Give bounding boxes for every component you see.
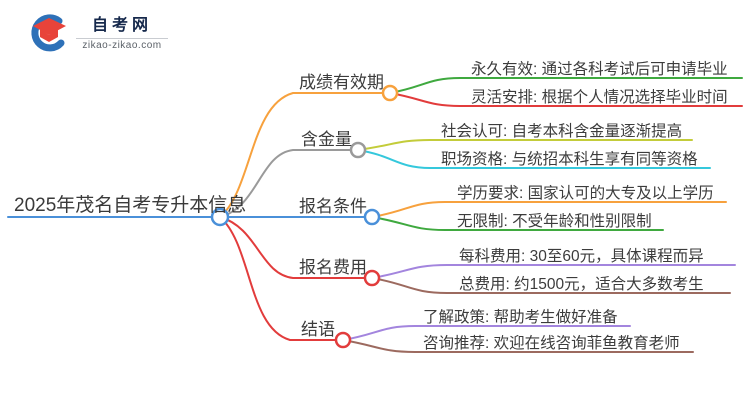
edge-branch-score-validity	[219, 92, 383, 218]
branch-score-validity[interactable]: 成绩有效期	[299, 73, 384, 92]
toggle-value[interactable]	[349, 141, 367, 159]
logo-title: 自考网	[91, 16, 152, 34]
branch-value[interactable]: 含金量	[301, 130, 352, 149]
toggle-fees[interactable]	[363, 269, 381, 287]
edge-leaf-total-fee	[371, 277, 731, 294]
edge-branch-fees	[219, 216, 365, 279]
leaf-permanent-validity[interactable]: 永久有效: 通过各科考试后可申请毕业	[471, 61, 728, 78]
edge-leaf-education-requirement	[371, 201, 727, 218]
edge-leaf-policy-understanding	[342, 325, 631, 341]
leaf-no-restriction[interactable]: 无限制: 不受年龄和性别限制	[457, 213, 652, 230]
cap-base	[40, 29, 58, 42]
edge-leaf-flexible-schedule	[389, 92, 743, 107]
leaf-per-subject-fee[interactable]: 每科费用: 30至60元，具体课程而异	[459, 248, 704, 265]
edge-leaf-no-restriction	[371, 216, 664, 231]
leaf-flexible-schedule[interactable]: 灵活安排: 根据个人情况选择毕业时间	[471, 89, 728, 106]
branch-conclusion[interactable]: 结语	[301, 320, 335, 339]
edge-branch-value	[219, 149, 351, 218]
edge-leaf-workplace-qualification	[357, 149, 711, 169]
edge-leaf-social-recognition	[357, 139, 693, 151]
leaf-total-fee[interactable]: 总费用: 约1500元，适合大多数考生	[459, 276, 704, 293]
leaf-education-requirement[interactable]: 学历要求: 国家认可的大专及以上学历	[457, 185, 714, 202]
leaf-consultation[interactable]: 咨询推荐: 欢迎在线咨询菲鱼教育老师	[423, 335, 680, 352]
toggle-requirements[interactable]	[363, 208, 381, 226]
branch-fees[interactable]: 报名费用	[299, 258, 367, 277]
logo-divider	[76, 37, 168, 39]
root-node-toggle[interactable]	[210, 207, 230, 227]
leaf-policy-understanding[interactable]: 了解政策: 帮助考生做好准备	[423, 309, 618, 326]
edge-branch-conclusion	[219, 216, 336, 341]
edge-leaf-per-subject-fee	[371, 264, 736, 279]
cap-top	[33, 18, 66, 35]
leaf-social-recognition[interactable]: 社会认可: 自考本科含金量逐渐提高	[441, 123, 683, 140]
edge-leaf-consultation	[342, 339, 694, 353]
leaf-workplace-qualification[interactable]: 职场资格: 与统招本科生享有同等资格	[441, 151, 698, 168]
root-node[interactable]: 2025年茂名自考专升本信息	[14, 195, 247, 216]
site-logo: 自考网 zikao-zikao.com	[28, 12, 168, 54]
toggle-conclusion[interactable]	[334, 331, 352, 349]
graduation-cap-icon	[31, 14, 66, 52]
toggle-score-validity[interactable]	[381, 84, 399, 102]
branch-requirements[interactable]: 报名条件	[299, 197, 367, 216]
edge-leaf-permanent-validity	[389, 77, 743, 94]
logo-domain: zikao-zikao.com	[82, 39, 162, 51]
crescent-shape	[31, 14, 65, 52]
